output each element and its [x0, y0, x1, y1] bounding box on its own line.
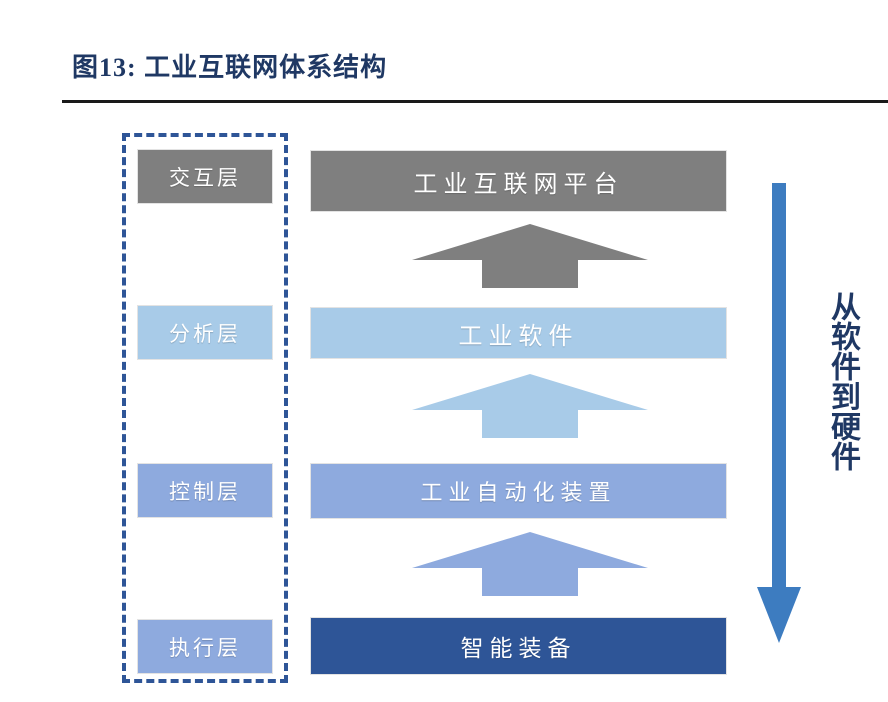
arrow-up-icon-software [410, 372, 650, 440]
title-divider [62, 100, 888, 103]
arrow-up-icon-automation [410, 530, 650, 598]
page-title: 图13: 工业互联网体系结构 [72, 53, 388, 82]
layer-label: 分析层 [169, 321, 241, 346]
layer-label: 控制层 [169, 479, 241, 504]
layer-label: 交互层 [169, 165, 241, 190]
stack-label: 工业自动化装置 [420, 480, 617, 505]
stack-box-automation[interactable]: 工业自动化装置 [310, 463, 727, 519]
stack-box-software[interactable]: 工业软件 [310, 307, 727, 359]
layer-label: 执行层 [169, 635, 241, 660]
arrow-down-icon-flow [756, 183, 802, 645]
stack-label: 工业互联网平台 [413, 171, 624, 198]
layer-box-execution[interactable]: 执行层 [137, 619, 273, 674]
stack-box-platform[interactable]: 工业互联网平台 [310, 150, 727, 212]
stack-label: 工业软件 [458, 323, 579, 350]
arrow-up-icon-platform [410, 222, 650, 290]
layer-box-control[interactable]: 控制层 [137, 463, 273, 518]
layer-group-dashed-border [122, 133, 288, 683]
stack-box-equipment[interactable]: 智能装备 [310, 617, 727, 675]
flow-direction-caption: 从软件到硬件 [826, 291, 859, 471]
layer-box-interaction[interactable]: 交互层 [137, 149, 273, 204]
stack-label: 智能装备 [460, 636, 577, 661]
layer-box-analysis[interactable]: 分析层 [137, 305, 273, 360]
